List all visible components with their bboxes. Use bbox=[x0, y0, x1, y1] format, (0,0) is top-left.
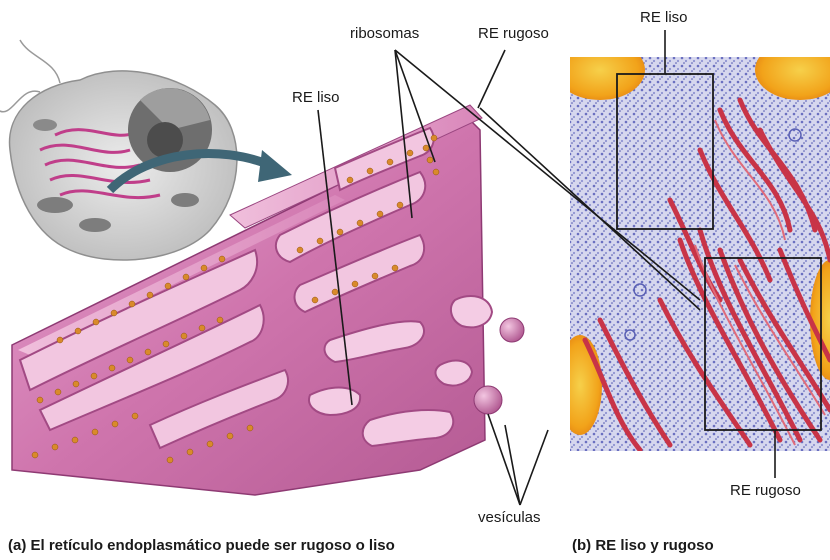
vesicle bbox=[500, 318, 524, 342]
micrograph bbox=[555, 40, 830, 451]
label-re-rugoso-right: RE rugoso bbox=[730, 482, 801, 499]
vesicle bbox=[474, 386, 502, 414]
label-vesiculas: vesículas bbox=[478, 509, 541, 526]
label-re-liso-left: RE liso bbox=[292, 89, 340, 106]
label-re-liso-right: RE liso bbox=[640, 9, 688, 26]
label-ribosomas: ribosomas bbox=[350, 25, 419, 42]
caption-a: (a) El retículo endoplasmático puede ser… bbox=[8, 537, 395, 554]
label-re-rugoso-top: RE rugoso bbox=[478, 25, 549, 42]
caption-b: (b) RE liso y rugoso bbox=[572, 537, 714, 554]
